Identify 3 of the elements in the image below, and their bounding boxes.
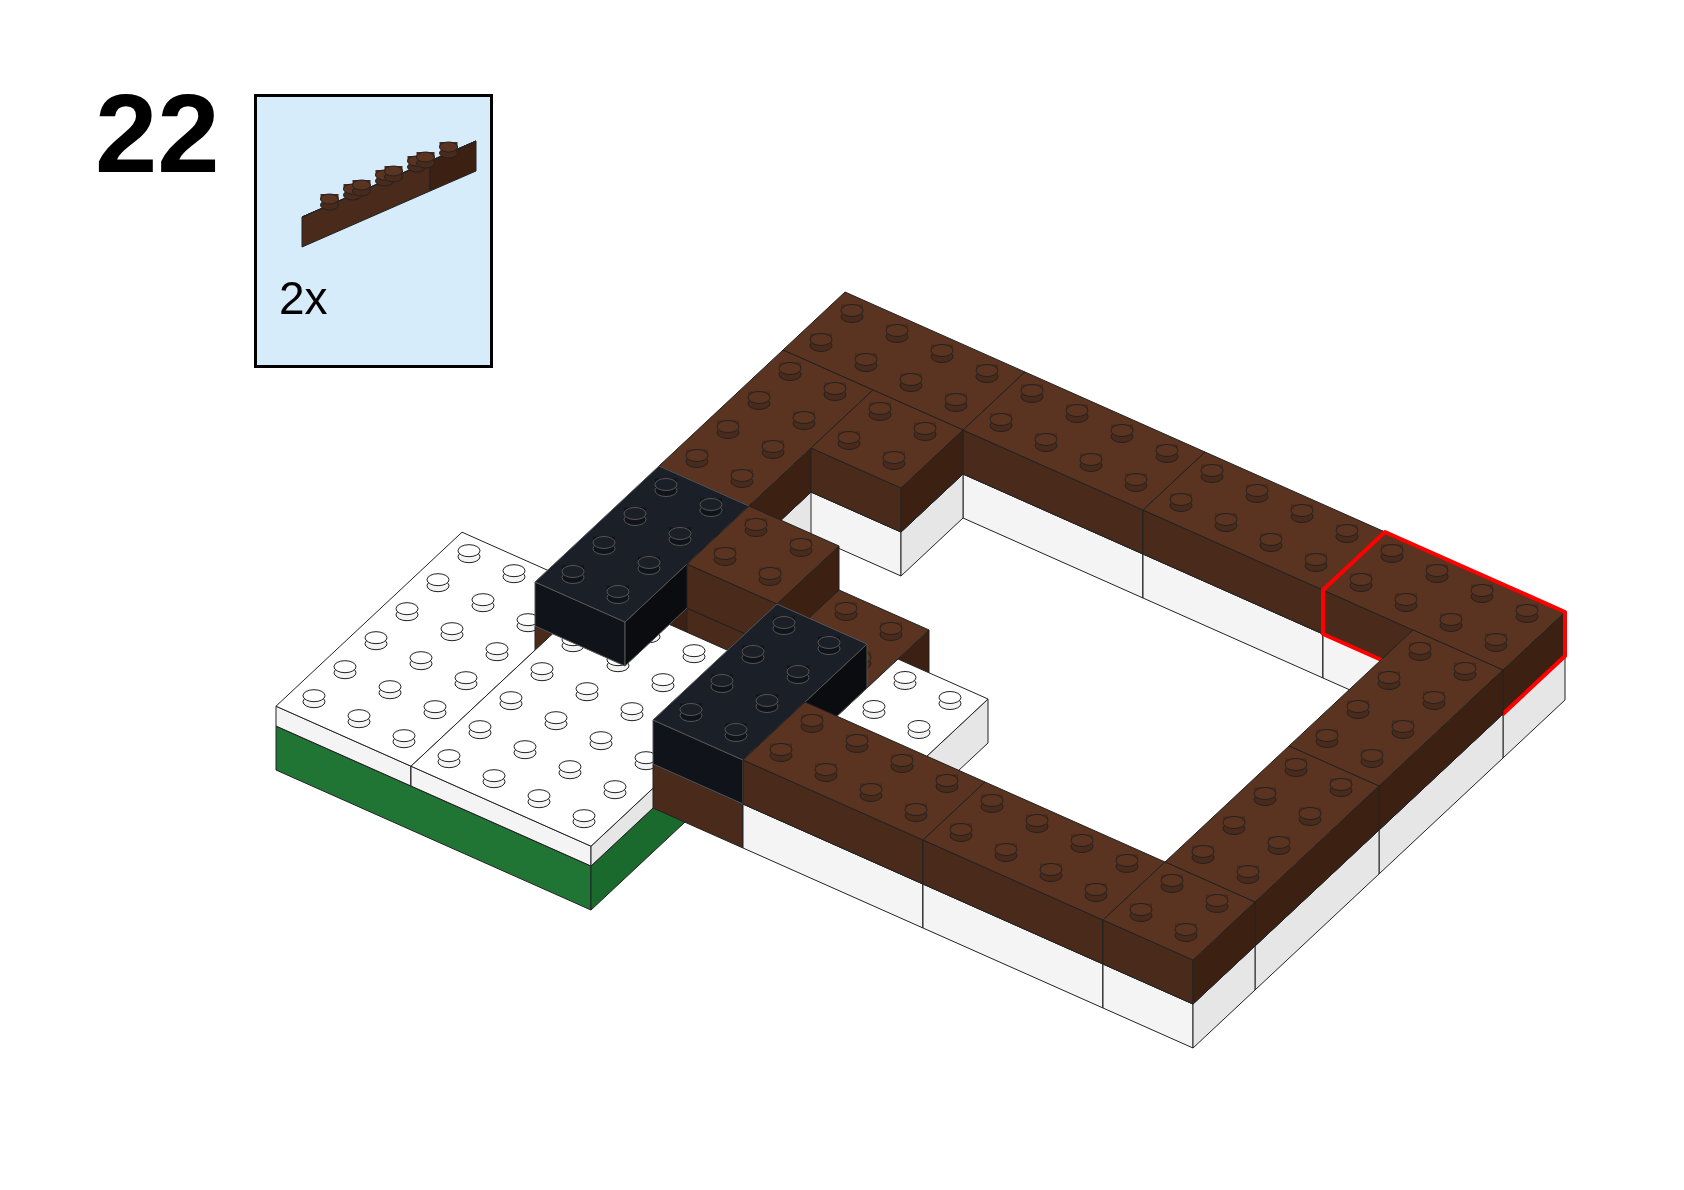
quantity-label: 2x <box>279 275 328 321</box>
step-number: 22 <box>95 78 220 190</box>
parts-callout-box <box>254 94 493 368</box>
